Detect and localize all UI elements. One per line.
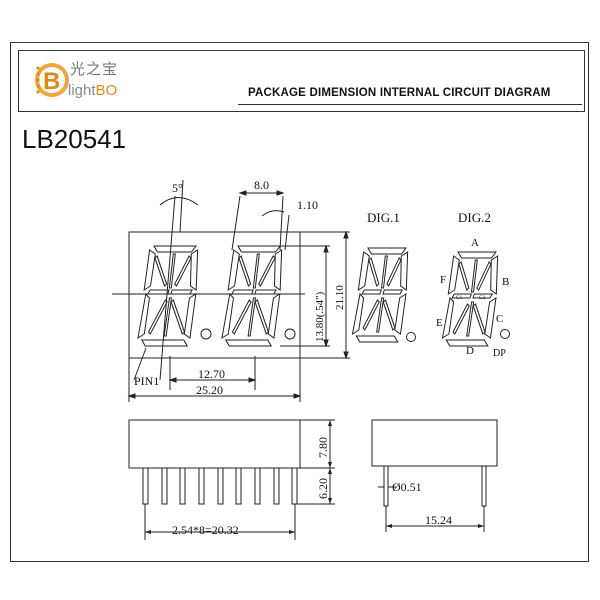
front-digit-2 [221, 245, 283, 347]
row-spacing-label: 15.24 [425, 513, 452, 527]
front-dp-2 [284, 328, 296, 340]
front-dp-1 [200, 328, 212, 340]
pitch-extension-right [279, 195, 284, 251]
pin1-leader [133, 347, 147, 381]
dig1-label: DIG.1 [367, 210, 400, 225]
seg-label-a: A [471, 237, 479, 249]
end-view-body [371, 419, 498, 467]
logo-english-name: lightBO [68, 82, 117, 99]
dig2-dp [500, 329, 510, 339]
angle-arc [159, 197, 199, 206]
digit-spacing-label: 12.70 [198, 367, 225, 381]
body-height-label: 7.80 [316, 437, 330, 458]
page-title: PACKAGE DIMENSION INTERNAL CIRCUIT DIAGR… [248, 87, 551, 99]
gap-label: 1.10 [297, 198, 318, 212]
side-view-pins [142, 467, 298, 505]
total-height-label: 21.10 [334, 285, 346, 310]
logo-light-text: light [68, 82, 96, 99]
pin-length-label: 6.20 [316, 478, 330, 499]
logo-bo-text: BO [95, 82, 118, 99]
part-number: LB20541 [22, 124, 127, 154]
end-view-pin-right [481, 465, 487, 507]
seg-label-c: C [496, 313, 503, 325]
pitch-extension-left [231, 195, 241, 251]
seg-label-b: B [502, 276, 509, 288]
front-digit-1 [137, 245, 199, 347]
gap-extension [284, 214, 290, 251]
pin1-label: PIN1 [134, 374, 159, 388]
seg-label-e: E [436, 317, 443, 329]
dig2-circuit-digit [441, 251, 499, 347]
side-view-body [128, 419, 301, 469]
outer-border [10, 42, 589, 562]
angle-label: 5° [172, 181, 183, 195]
seg-label-d: D [466, 345, 474, 357]
header-box [18, 50, 585, 112]
angle-line [179, 179, 184, 233]
seg-label-f: F [440, 274, 446, 286]
pin-diameter-label: Ø0.51 [392, 480, 422, 494]
seg-label-g1: G1 [456, 296, 463, 301]
pin-pitch-label: 2.54*8=20.32 [172, 523, 239, 537]
seg-label-dp: DP [493, 348, 506, 359]
seg-label-g2: G2 [479, 296, 486, 301]
end-view-pin-left [383, 465, 389, 507]
logo-b-mark-icon: B [35, 63, 69, 97]
digit-height-label: 13.80(.54") [314, 291, 326, 342]
dig2-label: DIG.2 [458, 210, 491, 225]
header-rule [238, 104, 582, 105]
pitch-label: 8.0 [254, 178, 269, 192]
front-view-body [128, 231, 301, 359]
company-logo: B [34, 56, 164, 106]
svg-text:B: B [43, 68, 60, 95]
dig1-dp [406, 332, 416, 342]
width-label: 25.20 [196, 383, 223, 397]
gap-arc [261, 210, 285, 217]
logo-chinese-name: 光之宝 [70, 60, 119, 78]
slant-reference-line [159, 195, 176, 381]
dig1-circuit-digit [351, 247, 409, 343]
